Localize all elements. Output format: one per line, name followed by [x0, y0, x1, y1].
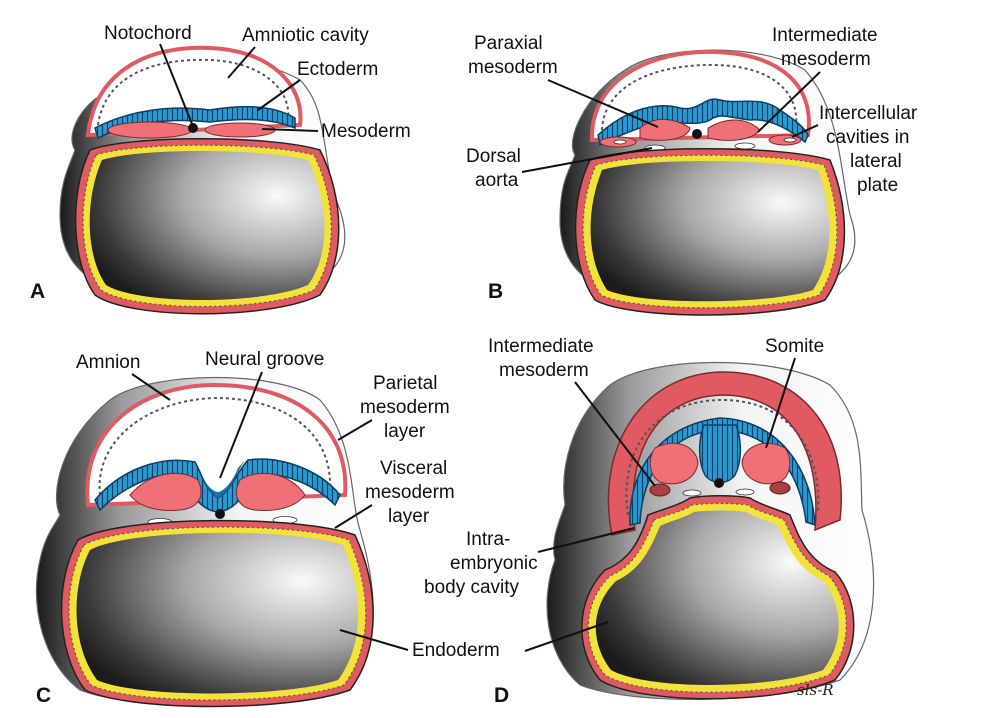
panel-b-leader-intercellular	[791, 124, 819, 138]
panel-c-label-parietal-3: layer	[384, 421, 426, 442]
panel-c-label-visceral-1: Visceral	[380, 458, 447, 479]
panel-d-intermediate-right	[769, 481, 791, 495]
panel-d-intermediate-left	[649, 483, 671, 497]
panel-a-notochord	[188, 123, 198, 133]
panel-a-ectoderm	[94, 106, 296, 140]
panel-a-leader-ectoderm	[257, 79, 301, 111]
panel-b-aorta-right	[734, 142, 756, 150]
panel-c-label-parietal-1: Parietal	[373, 373, 437, 394]
panel-d-label-intermediate-2: mesoderm	[499, 360, 589, 381]
panel-b-cavity-right	[783, 137, 797, 143]
panel-b-notochord	[692, 129, 702, 139]
panel-b-leader-intermediate	[757, 71, 821, 133]
panel-b-label-intercellular-2: cavities in	[826, 127, 909, 148]
panel-c-mesoderm-right	[236, 472, 306, 511]
panel-d-notochord	[714, 478, 724, 488]
panel-d-label-intra-1: Intra-	[466, 529, 510, 550]
panel-c-leader-parietal	[337, 419, 373, 441]
panel-b-label-intercellular-3: lateral	[850, 151, 902, 172]
panel-c-notochord	[215, 509, 225, 519]
panel-c-label-amnion: Amnion	[76, 352, 140, 373]
panel-a-label-notochord: Notochord	[104, 23, 192, 44]
panel-a-leader-notochord	[159, 43, 193, 125]
panel-c: Amnion Neural groove Parietal mesoderm l…	[35, 349, 455, 708]
panel-d-leader-somite	[765, 357, 796, 449]
panel-c-leader-amnion	[131, 373, 171, 401]
panel-d-label-somite: Somite	[765, 336, 824, 357]
panel-c-leader-visceral	[334, 504, 373, 529]
panel-a-yolk-cavity	[89, 151, 325, 300]
panel-b-leader-paraxial	[547, 79, 659, 128]
panel-d-aorta-right	[735, 488, 755, 496]
artist-signature: sls-R	[797, 681, 834, 699]
panel-a-leader-mesoderm	[261, 128, 319, 132]
panel-c-neural-plate	[198, 460, 245, 498]
panel-c-yolk-cavity	[76, 532, 359, 694]
panel-c-label-visceral-3: layer	[388, 506, 430, 527]
panel-d-gut-cavity	[595, 510, 839, 685]
panel-a-label-amniotic-cavity: Amniotic cavity	[242, 25, 369, 46]
panel-d-leader-intra	[537, 527, 635, 553]
panel-a-letter: A	[30, 280, 45, 303]
panel-b-leader-dorsal	[521, 147, 653, 173]
panel-d-leader-endoderm-c	[339, 629, 409, 651]
panel-c-label-neural-groove: Neural groove	[205, 349, 324, 370]
panel-d-leader-endoderm	[524, 621, 609, 652]
panel-c-letter: C	[36, 684, 51, 707]
panel-d-leader-intermediate	[574, 381, 656, 487]
panel-b-label-intercellular-4: plate	[857, 175, 898, 196]
panel-d-somite-left	[649, 443, 699, 485]
panel-b: Paraxial mesoderm Intermediate mesoderm …	[466, 25, 918, 316]
panel-b-label-paraxial-2: mesoderm	[468, 57, 558, 78]
panel-d-label-intra-3: body cavity	[424, 577, 520, 598]
panel-c-mesoderm-left	[129, 472, 202, 511]
panel-d-label-intermediate-1: Intermediate	[488, 336, 594, 357]
panel-d-amnion-inner	[625, 398, 820, 516]
panel-a-mesoderm-left	[107, 121, 193, 139]
panel-a-leader-amniotic	[227, 46, 256, 79]
panel-b-amnion-inner	[601, 63, 798, 131]
panel-d-aorta-left	[682, 489, 702, 497]
panel-d-letter: D	[494, 684, 509, 707]
panel-d-neural-tube	[698, 424, 742, 484]
panel-b-cavity-left	[613, 139, 627, 145]
panel-d: Intermediate mesoderm Somite Intra- embr…	[339, 336, 875, 707]
panel-b-label-intermediate-2: mesoderm	[781, 49, 871, 70]
panel-b-yolk-cavity	[590, 161, 830, 302]
panel-b-label-paraxial-1: Paraxial	[474, 33, 543, 54]
panel-b-label-dorsal-1: Dorsal	[466, 146, 521, 167]
panel-a-label-mesoderm: Mesoderm	[321, 121, 411, 142]
panel-b-label-dorsal-2: aorta	[475, 170, 519, 191]
panel-b-label-intercellular-1: Intercellular	[819, 103, 918, 124]
panel-c-leader-neural-groove	[219, 371, 263, 479]
panel-a-label-ectoderm: Ectoderm	[297, 59, 378, 80]
panel-b-label-intermediate-1: Intermediate	[772, 25, 878, 46]
panel-d-label-endoderm: Endoderm	[412, 640, 500, 661]
panel-b-letter: B	[488, 280, 503, 303]
panel-c-label-parietal-2: mesoderm	[360, 397, 450, 418]
panel-d-label-intra-2: embryonic	[450, 553, 538, 574]
panel-d-somite-right	[741, 443, 791, 485]
panel-a: Notochord Amniotic cavity Ectoderm Mesod…	[30, 23, 411, 315]
panel-c-label-visceral-2: mesoderm	[365, 482, 455, 503]
panel-c-amnion-inner	[98, 396, 332, 496]
